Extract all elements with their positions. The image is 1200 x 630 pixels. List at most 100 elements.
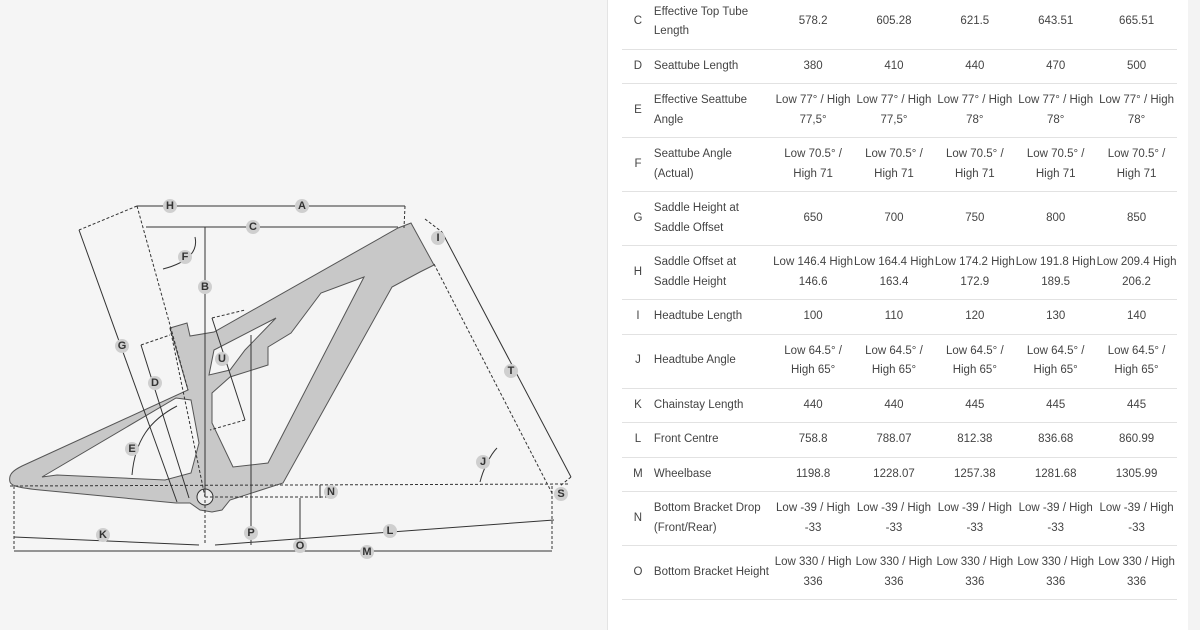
size-value: 110 [853, 299, 935, 335]
label-s: S [554, 487, 568, 501]
size-value: 1228.07 [853, 457, 935, 492]
svg-text:P: P [247, 527, 254, 539]
size-value: Low 191.8 High 189.5 [1015, 245, 1097, 300]
label-a: A [295, 199, 309, 213]
row-name: Headtube Length [653, 299, 773, 335]
size-value: Low 77° / High 78° [934, 83, 1016, 138]
size-value: Low 174.2 High 172.9 [934, 245, 1016, 300]
svg-text:C: C [249, 221, 257, 233]
size-value: Low 70.5° / High 71 [934, 137, 1016, 192]
row-letter: I [622, 299, 654, 335]
size-value: 643.51 [1015, 0, 1097, 50]
svg-text:H: H [166, 200, 174, 212]
row-letter: C [622, 0, 654, 50]
svg-text:J: J [480, 456, 486, 468]
row-name: Saddle Offset at Saddle Height [653, 245, 773, 300]
size-value: Low 64.5° / High 65° [1015, 334, 1097, 389]
row-name: Effective Seattube Angle [653, 83, 773, 138]
row-name: Seattube Angle (Actual) [653, 137, 773, 192]
size-value: Low 330 / High 336 [1096, 545, 1177, 600]
size-value: Low 164.4 High 163.4 [853, 245, 935, 300]
size-value: Low 330 / High 336 [772, 545, 854, 600]
size-value: 836.68 [1015, 422, 1097, 458]
row-name: Headtube Angle [653, 334, 773, 389]
row-letter: D [622, 49, 654, 84]
row-name: Bottom Bracket Drop (Front/Rear) [653, 491, 773, 546]
size-value: 812.38 [934, 422, 1016, 458]
row-letter: G [622, 191, 654, 246]
size-value: 440 [853, 388, 935, 423]
svg-text:O: O [296, 540, 305, 552]
size-value: Low 330 / High 336 [853, 545, 935, 600]
size-value: 700 [853, 191, 935, 246]
size-value: Low 70.5° / High 71 [1015, 137, 1097, 192]
size-value: 621.5 [934, 0, 1016, 50]
size-value: 1305.99 [1096, 457, 1177, 492]
label-c: C [246, 220, 260, 234]
svg-text:A: A [298, 200, 306, 212]
scrollbar[interactable] [1188, 0, 1200, 630]
svg-text:K: K [99, 529, 107, 541]
size-value: Low -39 / High -33 [853, 491, 935, 546]
svg-text:N: N [327, 486, 335, 498]
size-value: 445 [1096, 388, 1177, 423]
label-t: T [504, 364, 518, 378]
size-value: 788.07 [853, 422, 935, 458]
svg-text:S: S [557, 488, 564, 500]
label-u: U [215, 352, 229, 366]
geometry-table: BStackCEffective Top Tube Length578.2605… [622, 0, 1177, 600]
frame-geometry-diagram: A B C D E F G H I J K L M N O P S T U [9, 199, 572, 559]
row-letter: H [622, 245, 654, 300]
size-value: 500 [1096, 49, 1177, 84]
row-letter: E [622, 83, 654, 138]
size-value: 130 [1015, 299, 1097, 335]
size-value: Low 330 / High 336 [934, 545, 1016, 600]
label-b: B [198, 280, 212, 294]
size-value: Low 77° / High 77,5° [853, 83, 935, 138]
size-value: Low 70.5° / High 71 [1096, 137, 1177, 192]
size-value: 665.51 [1096, 0, 1177, 50]
size-value: 440 [772, 388, 854, 423]
label-m: M [360, 545, 374, 559]
row-name: Chainstay Length [653, 388, 773, 423]
size-value: 120 [934, 299, 1016, 335]
size-value: Low -39 / High -33 [1096, 491, 1177, 546]
svg-text:L: L [387, 525, 394, 537]
size-value: 1198.8 [772, 457, 854, 492]
size-value: 440 [934, 49, 1016, 84]
label-i: I [431, 231, 445, 245]
row-name: Front Centre [653, 422, 773, 458]
svg-text:I: I [436, 232, 439, 244]
svg-text:F: F [182, 251, 189, 263]
size-value: 850 [1096, 191, 1177, 246]
size-value: Low 77° / High 77,5° [772, 83, 854, 138]
size-value: 380 [772, 49, 854, 84]
size-value: Low 64.5° / High 65° [934, 334, 1016, 389]
size-value: Low 64.5° / High 65° [772, 334, 854, 389]
size-value: 1281.68 [1015, 457, 1097, 492]
size-value: Low 64.5° / High 65° [853, 334, 935, 389]
svg-text:U: U [218, 353, 226, 365]
row-name: Wheelbase [653, 457, 773, 492]
label-e: E [125, 442, 139, 456]
size-value: Low 70.5° / High 71 [853, 137, 935, 192]
label-k: K [96, 528, 110, 542]
svg-text:B: B [201, 281, 209, 293]
size-value: 650 [772, 191, 854, 246]
size-value: Low 64.5° / High 65° [1096, 334, 1177, 389]
size-value: Low 77° / High 78° [1015, 83, 1097, 138]
size-value: Low 70.5° / High 71 [772, 137, 854, 192]
row-letter: O [622, 545, 654, 600]
row-letter: F [622, 137, 654, 192]
row-name: Effective Top Tube Length [653, 0, 773, 50]
